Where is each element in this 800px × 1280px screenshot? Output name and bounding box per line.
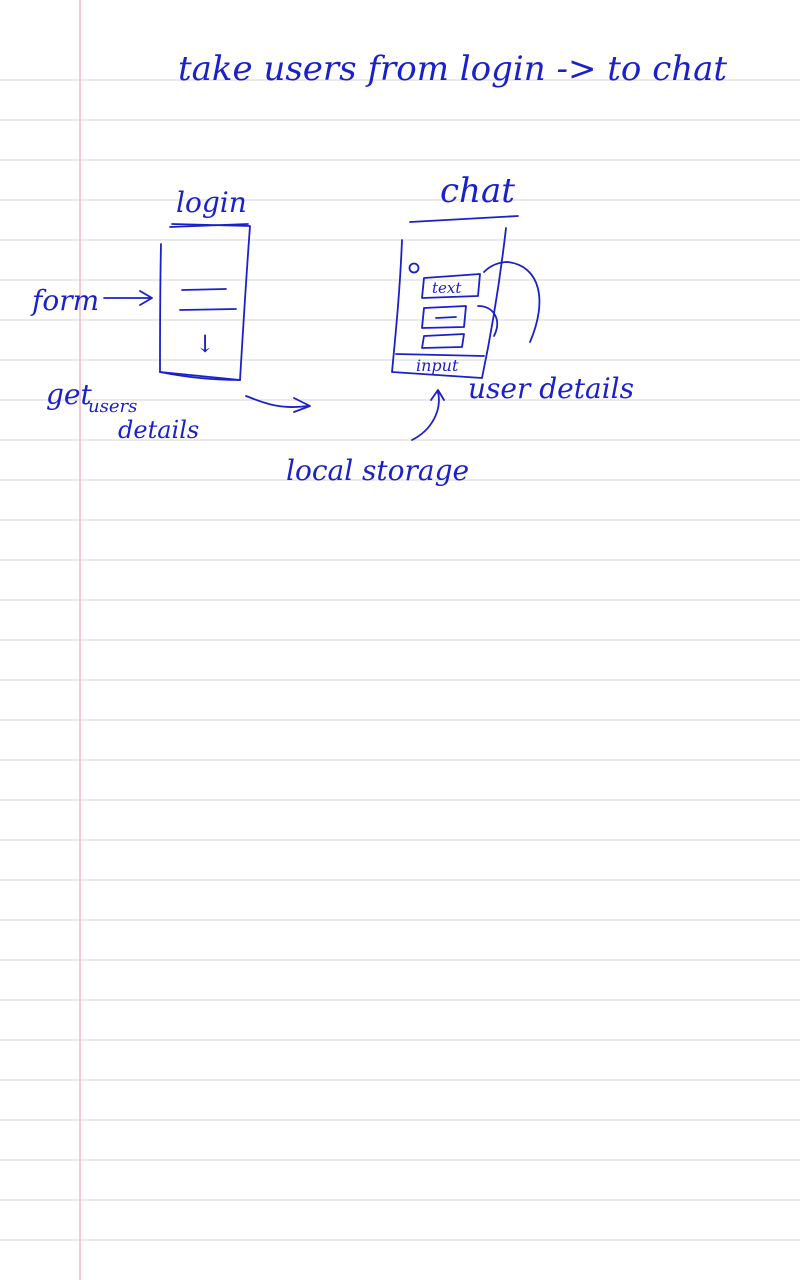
avatar-circle-icon bbox=[408, 262, 420, 274]
text-label: text bbox=[432, 279, 462, 297]
chat-message-text-box bbox=[421, 273, 481, 299]
user-details-curve-arrow-1-icon bbox=[483, 261, 541, 343]
chat-label-underline bbox=[409, 215, 519, 223]
form-label: form bbox=[30, 284, 99, 317]
login-label: login bbox=[176, 186, 247, 219]
local-storage-label: local storage bbox=[286, 454, 469, 487]
local-storage-arrow-icon bbox=[411, 389, 445, 441]
chat-message-box-3 bbox=[421, 333, 465, 349]
get-label: get bbox=[46, 378, 92, 411]
user-details-label: user details bbox=[468, 372, 634, 405]
login-screen-frame bbox=[159, 223, 251, 381]
chat-message-box-2-line bbox=[435, 316, 457, 319]
login-to-chat-arrow-icon bbox=[245, 395, 311, 413]
chat-screen-frame bbox=[391, 227, 507, 379]
heading-text: take users from login -> to chat bbox=[178, 49, 727, 89]
login-input-line-1 bbox=[181, 288, 227, 291]
chat-input-line bbox=[395, 353, 485, 357]
users-label: users bbox=[88, 396, 137, 417]
details-label: details bbox=[118, 416, 199, 444]
login-arrow-down-icon: ↓ bbox=[195, 330, 215, 358]
login-input-line-2 bbox=[179, 308, 237, 311]
user-details-curve-arrow-2-icon bbox=[477, 305, 499, 337]
form-arrow-icon bbox=[103, 290, 153, 306]
login-screen-bottom bbox=[159, 371, 241, 381]
chat-label: chat bbox=[440, 171, 515, 211]
chat-message-box-2 bbox=[421, 305, 467, 329]
input-label: input bbox=[416, 356, 459, 375]
